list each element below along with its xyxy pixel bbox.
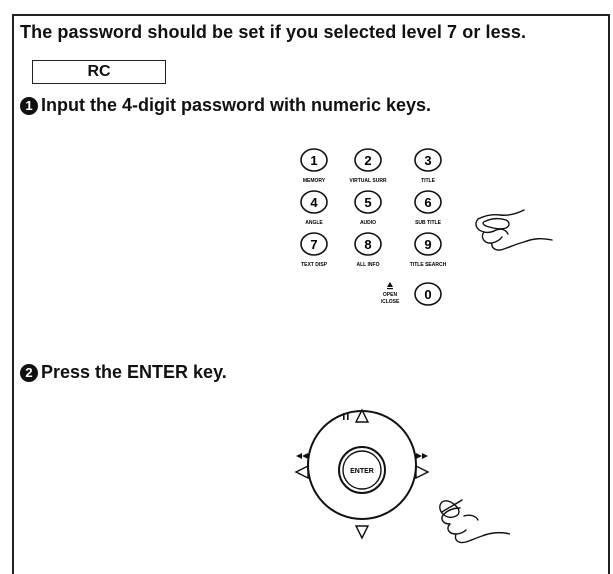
svg-text:ANGLE: ANGLE bbox=[305, 220, 323, 226]
svg-text:5: 5 bbox=[364, 195, 371, 210]
pointing-hand-icon bbox=[439, 499, 510, 544]
svg-text:3: 3 bbox=[424, 153, 431, 168]
step-1-number: 1 bbox=[20, 97, 38, 115]
key-3[interactable]: 3 TITLE bbox=[414, 148, 442, 184]
svg-text:2: 2 bbox=[364, 153, 371, 168]
svg-text:0: 0 bbox=[424, 287, 431, 302]
svg-text:ENTER: ENTER bbox=[350, 468, 374, 475]
enter-button[interactable]: ENTER bbox=[338, 446, 386, 494]
svg-text:1: 1 bbox=[310, 153, 317, 168]
svg-text:SUB TITLE: SUB TITLE bbox=[415, 220, 441, 226]
svg-text:VIRTUAL SURR: VIRTUAL SURR bbox=[349, 178, 387, 184]
svg-text:TITLE: TITLE bbox=[421, 178, 436, 184]
key-2[interactable]: 2 VIRTUAL SURR bbox=[349, 148, 387, 184]
svg-text:ALL INFO: ALL INFO bbox=[357, 262, 380, 268]
instruction-frame bbox=[12, 14, 610, 574]
key-9[interactable]: 9 TITLE SEARCH bbox=[410, 232, 447, 268]
key-5[interactable]: 5 AUDIO bbox=[354, 190, 382, 226]
svg-text:4: 4 bbox=[310, 195, 318, 210]
step-1-text: Input the 4-digit password with numeric … bbox=[41, 95, 432, 115]
rc-label-box: RC bbox=[32, 60, 166, 84]
svg-text:8: 8 bbox=[364, 237, 371, 252]
right-arrow-icon[interactable] bbox=[415, 453, 430, 480]
svg-text:/CLOSE: /CLOSE bbox=[381, 299, 400, 305]
step-2-text: Press the ENTER key. bbox=[41, 362, 227, 382]
up-arrow-icon[interactable] bbox=[343, 408, 370, 423]
svg-text:7: 7 bbox=[310, 237, 317, 252]
open-close-key[interactable]: OPEN /CLOSE bbox=[381, 282, 400, 305]
svg-text:MEMORY: MEMORY bbox=[303, 178, 326, 184]
key-1[interactable]: 1 MEMORY bbox=[300, 148, 328, 184]
svg-text:AUDIO: AUDIO bbox=[360, 220, 376, 226]
down-arrow-icon[interactable] bbox=[354, 525, 370, 540]
page-title: The password should be set if you select… bbox=[20, 22, 527, 42]
svg-text:OPEN: OPEN bbox=[383, 292, 398, 298]
step-2-number: 2 bbox=[20, 364, 38, 382]
key-7[interactable]: 7 TEXT DISP bbox=[300, 232, 328, 268]
key-6[interactable]: 6 SUB TITLE bbox=[414, 190, 442, 226]
pointing-hand-icon bbox=[475, 209, 553, 251]
svg-text:TITLE SEARCH: TITLE SEARCH bbox=[410, 262, 447, 268]
numeric-keypad: 1 MEMORY 2 VIRTUAL SURR 3 TITLE 4 ANGLE … bbox=[300, 148, 553, 306]
key-4[interactable]: 4 ANGLE bbox=[300, 190, 328, 226]
key-8[interactable]: 8 ALL INFO bbox=[354, 232, 382, 268]
svg-text:TEXT DISP: TEXT DISP bbox=[301, 262, 328, 268]
key-0[interactable]: 0 bbox=[414, 282, 442, 306]
direction-pad: ENTER bbox=[294, 408, 510, 544]
left-arrow-icon[interactable] bbox=[294, 453, 309, 480]
svg-text:9: 9 bbox=[424, 237, 431, 252]
svg-text:6: 6 bbox=[424, 195, 431, 210]
